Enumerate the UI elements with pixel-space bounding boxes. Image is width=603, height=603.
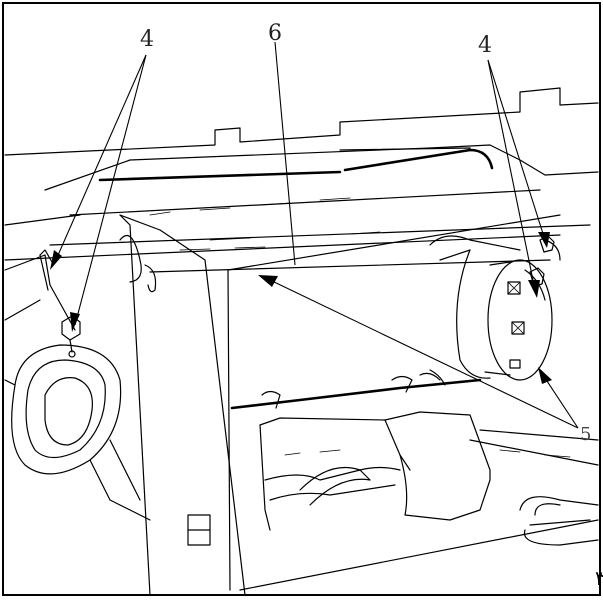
callout-leaders: [50, 41, 579, 429]
callout-4-left: 4: [140, 27, 154, 52]
figure-caption: شکل۳: [595, 566, 603, 590]
callout-4-right: 4: [478, 33, 492, 58]
dashboard-drawing: [4, 87, 599, 596]
figure-frame: [2, 2, 601, 596]
callout-5: 5: [580, 424, 591, 445]
callout-6: 6: [268, 21, 282, 46]
